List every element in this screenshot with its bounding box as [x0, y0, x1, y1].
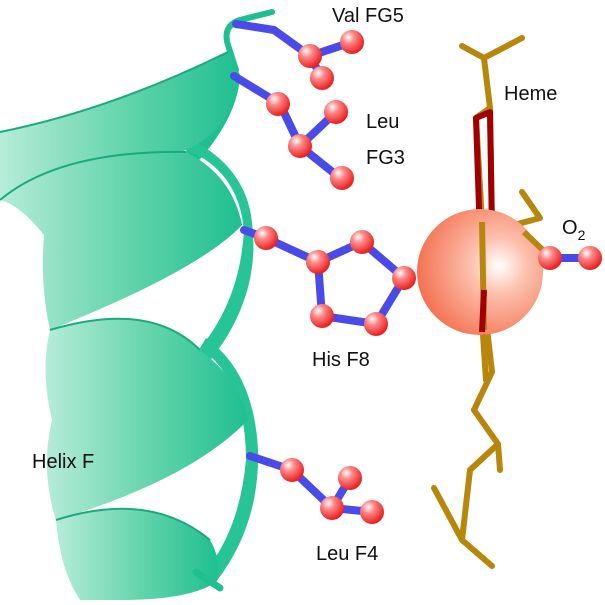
label-his-f8: His F8	[312, 349, 370, 371]
his-f8-atom-1	[254, 226, 278, 250]
his-f8-atom-6	[310, 304, 334, 328]
val-fg5-atom-3	[310, 66, 334, 90]
helix-front-turn-3	[45, 318, 248, 520]
helix-edge-4	[55, 507, 211, 541]
helix-edge-3	[49, 317, 201, 351]
his-f8-atom-4	[392, 266, 416, 290]
label-o2-subscript: 2	[578, 227, 586, 243]
label-heme: Heme	[504, 83, 557, 105]
heme-top-branch	[459, 35, 525, 111]
his-f8-atom-5	[364, 312, 388, 336]
helix-front-turn-4	[56, 508, 218, 600]
label-leu-fg3-line1: Leu	[366, 111, 399, 133]
helix-f-ribbon	[0, 9, 275, 600]
leu-fg3-sidechain	[230, 72, 354, 190]
label-helix-f: Helix F	[32, 451, 94, 473]
helix-edge-2	[0, 150, 187, 201]
label-o2: O2	[562, 217, 586, 243]
oxygen-atom-1	[538, 246, 562, 270]
leu-f4-atom-4	[360, 500, 384, 524]
label-leu-fg3-line2: FG3	[366, 147, 405, 169]
leu-fg3-atom-3	[288, 134, 312, 158]
leu-f4-atom-3	[320, 496, 344, 520]
label-o2-main: O	[562, 217, 578, 239]
val-fg5-atom-1	[298, 44, 322, 68]
helix-front-turn-2b	[0, 151, 242, 330]
heme-front-stick-dark	[479, 289, 487, 333]
leu-f4-sidechain	[246, 452, 384, 524]
helix-back-segment-2	[186, 140, 254, 368]
label-val-fg5: Val FG5	[332, 5, 404, 27]
oxygen-molecule	[521, 229, 602, 270]
leu-f4-atom-1	[280, 458, 304, 482]
label-leu-f4: Leu F4	[316, 543, 378, 565]
helix-edge-1	[0, 51, 229, 133]
oxygen-atom-2	[578, 246, 602, 270]
leu-fg3-atom-1	[266, 92, 290, 116]
helix-back-segment-3	[200, 338, 259, 582]
helix-top-coil	[223, 9, 275, 73]
helix-bottom-tail	[192, 568, 224, 592]
heme-lower-branch	[431, 407, 503, 569]
leu-fg3-atom-2	[324, 100, 348, 124]
leu-f4-atom-2	[338, 466, 362, 490]
leu-fg3-atom-4	[330, 166, 354, 190]
his-f8-atom-3	[350, 230, 374, 254]
his-f8-atom-2	[306, 250, 330, 274]
val-fg5-atom-2	[340, 30, 364, 54]
val-fg5-sidechain	[232, 20, 364, 90]
his-f8-sidechain	[240, 226, 416, 336]
